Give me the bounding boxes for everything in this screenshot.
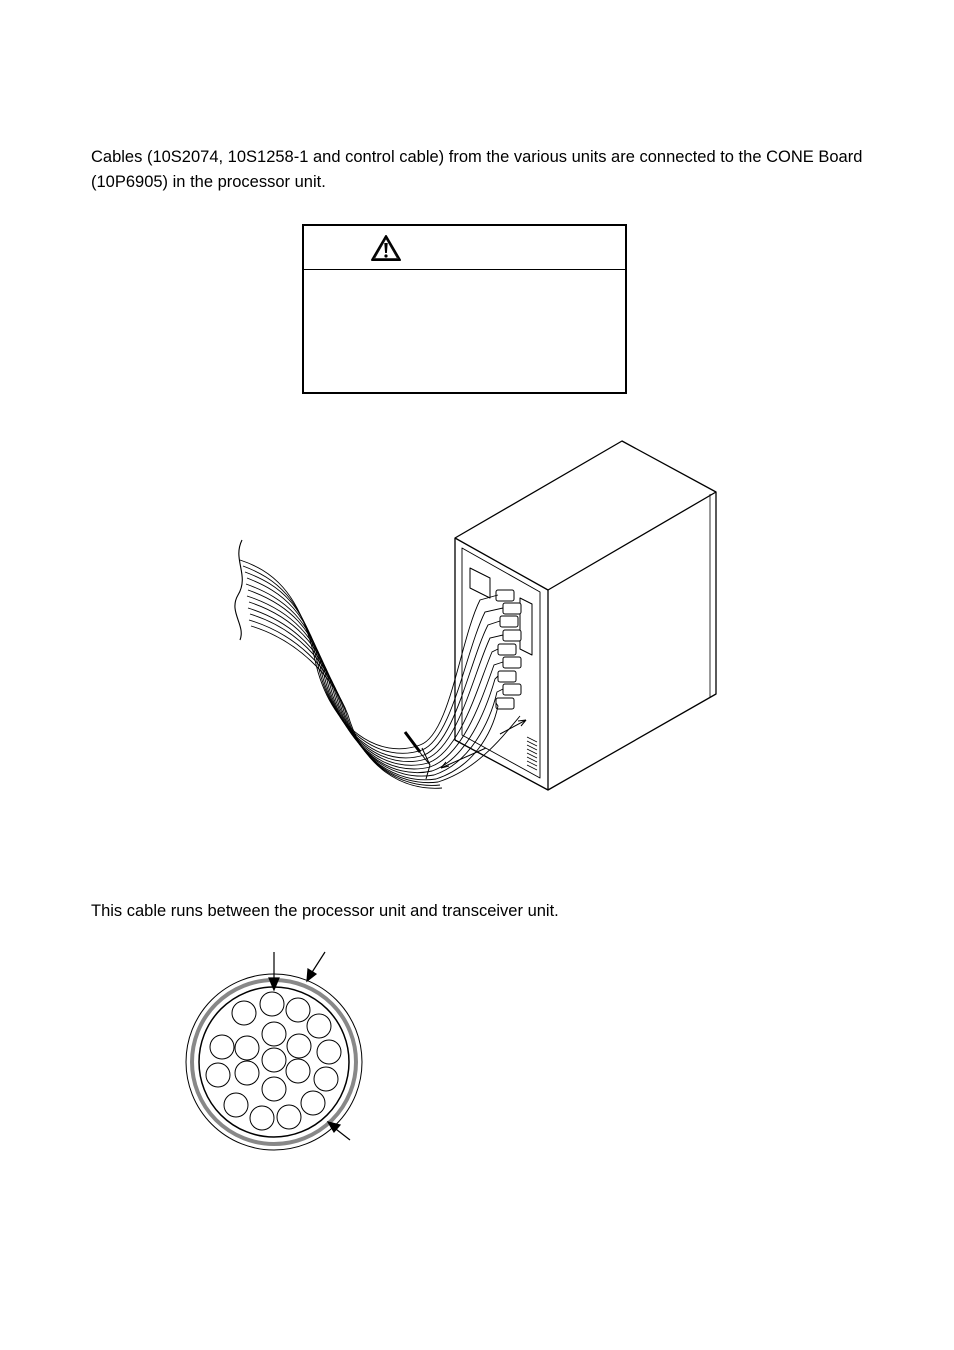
warning-box	[302, 224, 627, 394]
warning-header	[304, 226, 625, 270]
connector-group	[495, 589, 522, 710]
cable-bundle	[239, 559, 521, 789]
processor-unit-cabinet	[454, 440, 717, 791]
warning-triangle-icon	[371, 235, 401, 261]
cable-paragraph: This cable runs between the processor un…	[91, 902, 559, 920]
intro-paragraph: Cables (10S2074, 10S1258-1 and control c…	[91, 148, 863, 191]
cable-conductors	[205, 991, 342, 1131]
